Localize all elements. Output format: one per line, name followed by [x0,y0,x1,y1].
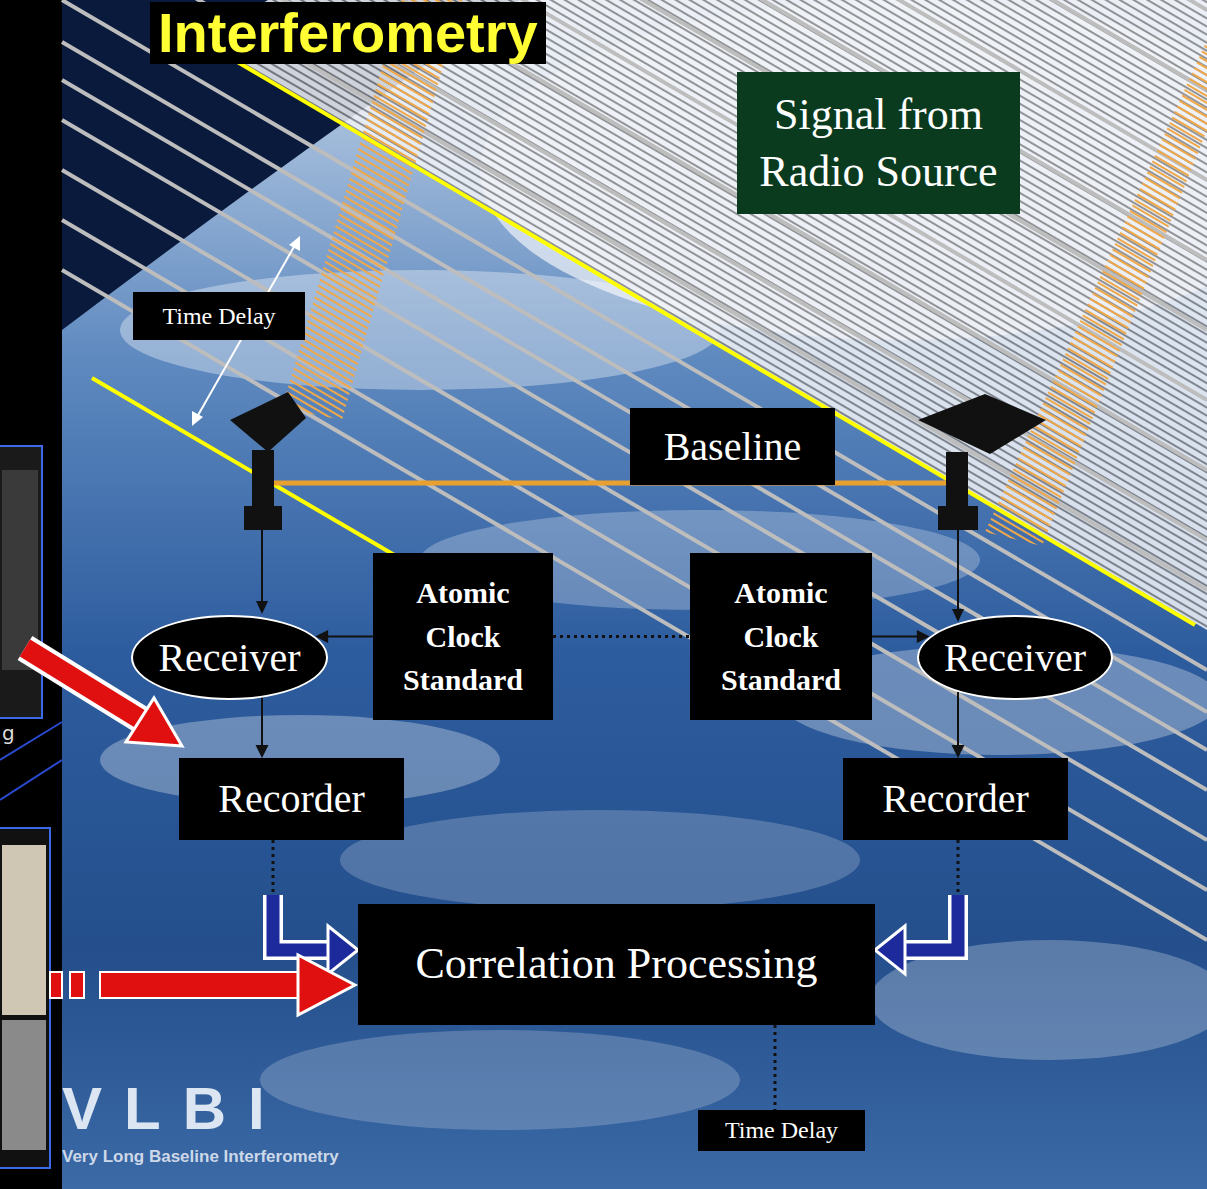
cloud [340,810,860,910]
node-text: Recorder [218,775,365,823]
time-delay-box: Time Delay [698,1110,865,1151]
arrow-head [289,236,300,251]
cloud [260,1030,740,1130]
side-line [0,722,62,760]
side-panel [0,828,50,1168]
blue-arrow-head [328,926,358,974]
recorder-box: Recorder [843,758,1068,840]
blue-arrow-head [875,926,905,974]
dotted-link [553,635,690,638]
connector [952,692,965,758]
arrow-head [952,745,965,758]
logo-subtitle: Very Long Baseline Interferometry [62,1148,339,1167]
node-text: Atomic Clock Standard [389,571,537,702]
connector [872,630,930,643]
side-photo [2,1020,46,1150]
node-text: Receiver [944,634,1086,682]
blue-arrow-outline [903,895,958,950]
connector [553,636,690,637]
connector [315,630,373,643]
signal-feed [957,530,959,610]
red-arrow-head [298,955,355,1015]
node-text: Time Delay [725,1116,838,1145]
logo-text: VLBI [62,1076,287,1142]
signal-feed [261,530,263,602]
antenna-mount [946,452,968,510]
blue-arrow [903,895,958,950]
side-line [0,760,62,800]
blue-arrow [273,895,330,950]
connector [273,840,358,974]
cloud [120,270,720,390]
node-text: Baseline [664,423,802,471]
red-arrow [100,972,300,998]
connector [875,840,958,974]
antenna-dish [918,394,1046,454]
correlation-box: Correlation Processing [358,904,875,1025]
node-text: Signal from Radio Source [751,86,1006,200]
antenna-mount [252,450,274,510]
antenna-base [244,506,282,530]
cloud [870,940,1207,1060]
recorder-box: Recorder [179,758,404,840]
arrow-head [192,411,203,426]
wavefront-yellow [92,378,420,570]
connector [775,1025,776,1110]
dotted-link [957,840,960,895]
blue-arrow-outline [273,895,330,950]
node-text: Receiver [158,634,300,682]
connector-line [261,698,263,746]
cloud [480,0,1207,340]
connector [256,698,269,758]
wavefront-yellow [200,40,1195,625]
red-arrow-outline [25,648,140,719]
antenna-dish [230,392,306,452]
dotted-link [272,840,275,895]
cut-text: g [2,722,15,744]
baseline-line [262,481,958,486]
time-delay-box: Time Delay [133,292,305,340]
connector-line [872,636,918,638]
side-photo [2,845,46,1015]
wavefront-hatching [200,0,1207,630]
node-text: Correlation Processing [415,938,817,991]
wavefront-lines [62,0,1207,940]
red-dash [70,972,84,998]
arrow-head [256,601,268,614]
arrow-head [952,609,964,622]
red-arrow-head [126,698,182,746]
arrow-head [256,745,269,758]
red-arrow [25,648,140,719]
connector-line [327,636,373,638]
receiver-ellipse: Receiver [917,615,1113,700]
side-panel [0,446,42,718]
side-photo [2,470,38,670]
connector-line [957,692,959,746]
red-dash [50,972,62,998]
node-text: Atomic Clock Standard [706,571,856,702]
receiver-ellipse: Receiver [131,615,328,700]
slide-title: Interferometry [150,2,546,64]
node-text: Time Delay [162,302,275,331]
signal-box: Signal from Radio Source [737,72,1020,214]
baseline-box: Baseline [630,408,835,485]
clock-box: Atomic Clock Standard [690,553,872,720]
node-text: Recorder [882,775,1029,823]
antenna-base [938,506,978,530]
earth-photo [62,0,1207,1189]
clock-box: Atomic Clock Standard [373,553,553,720]
dotted-link [774,1025,777,1110]
